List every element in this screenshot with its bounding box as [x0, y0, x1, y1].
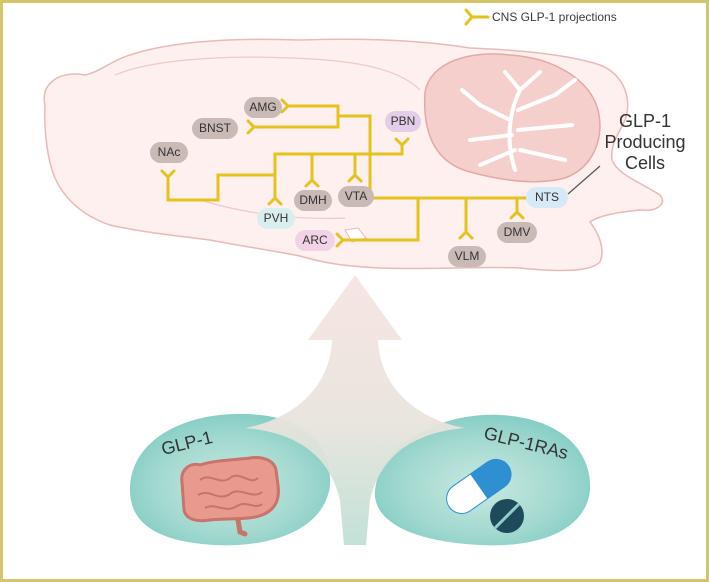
region-arc: ARC	[295, 230, 335, 251]
gold-y-projection-icon	[464, 8, 490, 26]
producing-cells-leader	[567, 165, 601, 195]
region-vlm: VLM	[448, 246, 486, 267]
cerebellum-folia	[460, 70, 577, 172]
producing-cells-line-3: Cells	[624, 153, 665, 173]
producing-cells-line-2: Producing	[604, 132, 686, 152]
capsule-and-tablet-icon	[446, 458, 524, 533]
region-bnst: BNST	[192, 118, 238, 139]
producing-cells-line-1: GLP-1	[618, 111, 672, 131]
region-nts: NTS	[526, 187, 568, 208]
region-dmv: DMV	[497, 222, 537, 243]
legend-label: CNS GLP-1 projections	[492, 10, 617, 24]
projection-endings	[160, 98, 525, 248]
region-pvh: PVH	[257, 208, 295, 229]
cortex-contour	[114, 56, 421, 91]
region-pbn: PBN	[385, 111, 421, 132]
region-amg: AMG	[244, 97, 282, 118]
region-vta: VTA	[338, 186, 374, 207]
region-nac: NAc	[150, 142, 188, 163]
region-dmh: DMH	[294, 190, 332, 211]
intestine-icon	[180, 456, 280, 537]
upward-arrow	[245, 275, 465, 545]
